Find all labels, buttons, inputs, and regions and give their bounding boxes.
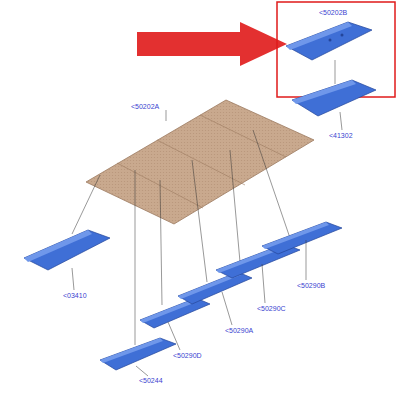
part-number: <50290A: [224, 327, 254, 335]
part-number: <50290B: [296, 282, 326, 290]
part-number: <50202B: [318, 9, 348, 17]
roof-bow: [262, 222, 342, 254]
part-number: <50290C: [256, 305, 287, 313]
rear-header: [292, 80, 376, 116]
part-number: <50202A: [130, 103, 160, 111]
roof-bow: [178, 272, 252, 304]
part-number: <03410: [62, 292, 88, 300]
roof-panel: [86, 100, 314, 224]
roof-bow-face: [286, 22, 352, 50]
highlight-arrow: [137, 22, 287, 66]
part-number: <50244: [138, 377, 164, 385]
part-number: <50290D: [172, 352, 203, 360]
part-number: <41302: [328, 132, 354, 140]
highlight-frame: [277, 2, 395, 97]
front-header: [24, 230, 110, 270]
roof-bow: [140, 298, 210, 328]
roof-bow: [286, 22, 372, 60]
roof-bow: [100, 338, 176, 370]
